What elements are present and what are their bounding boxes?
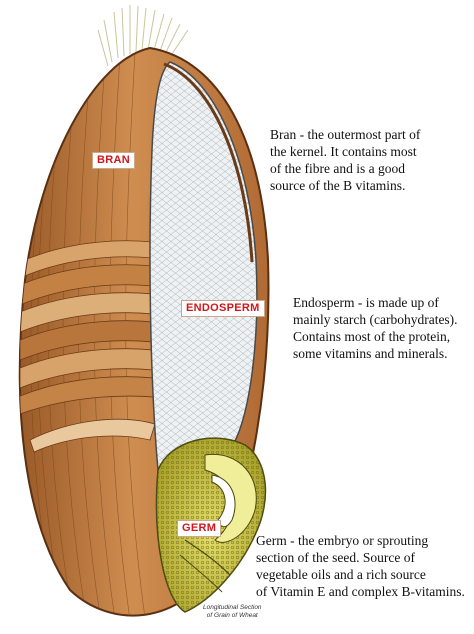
endosperm-description: Endosperm - is made up of mainly starch … [293, 295, 458, 361]
figure-caption: Longitudinal Section of Grain of Wheat [203, 604, 262, 619]
bran-label: BRAN [92, 152, 135, 169]
bran-layers-band [19, 240, 181, 453]
endosperm [149, 61, 258, 473]
brush-hairs [97, 5, 189, 67]
bran-description: Bran - the outermost part of the kernel.… [270, 127, 421, 193]
embryo [179, 453, 257, 593]
germ-description: Germ - the embryo or sprouting section o… [256, 533, 465, 599]
endosperm-label: ENDOSPERM [181, 300, 265, 317]
germ-label: GERM [177, 520, 222, 537]
